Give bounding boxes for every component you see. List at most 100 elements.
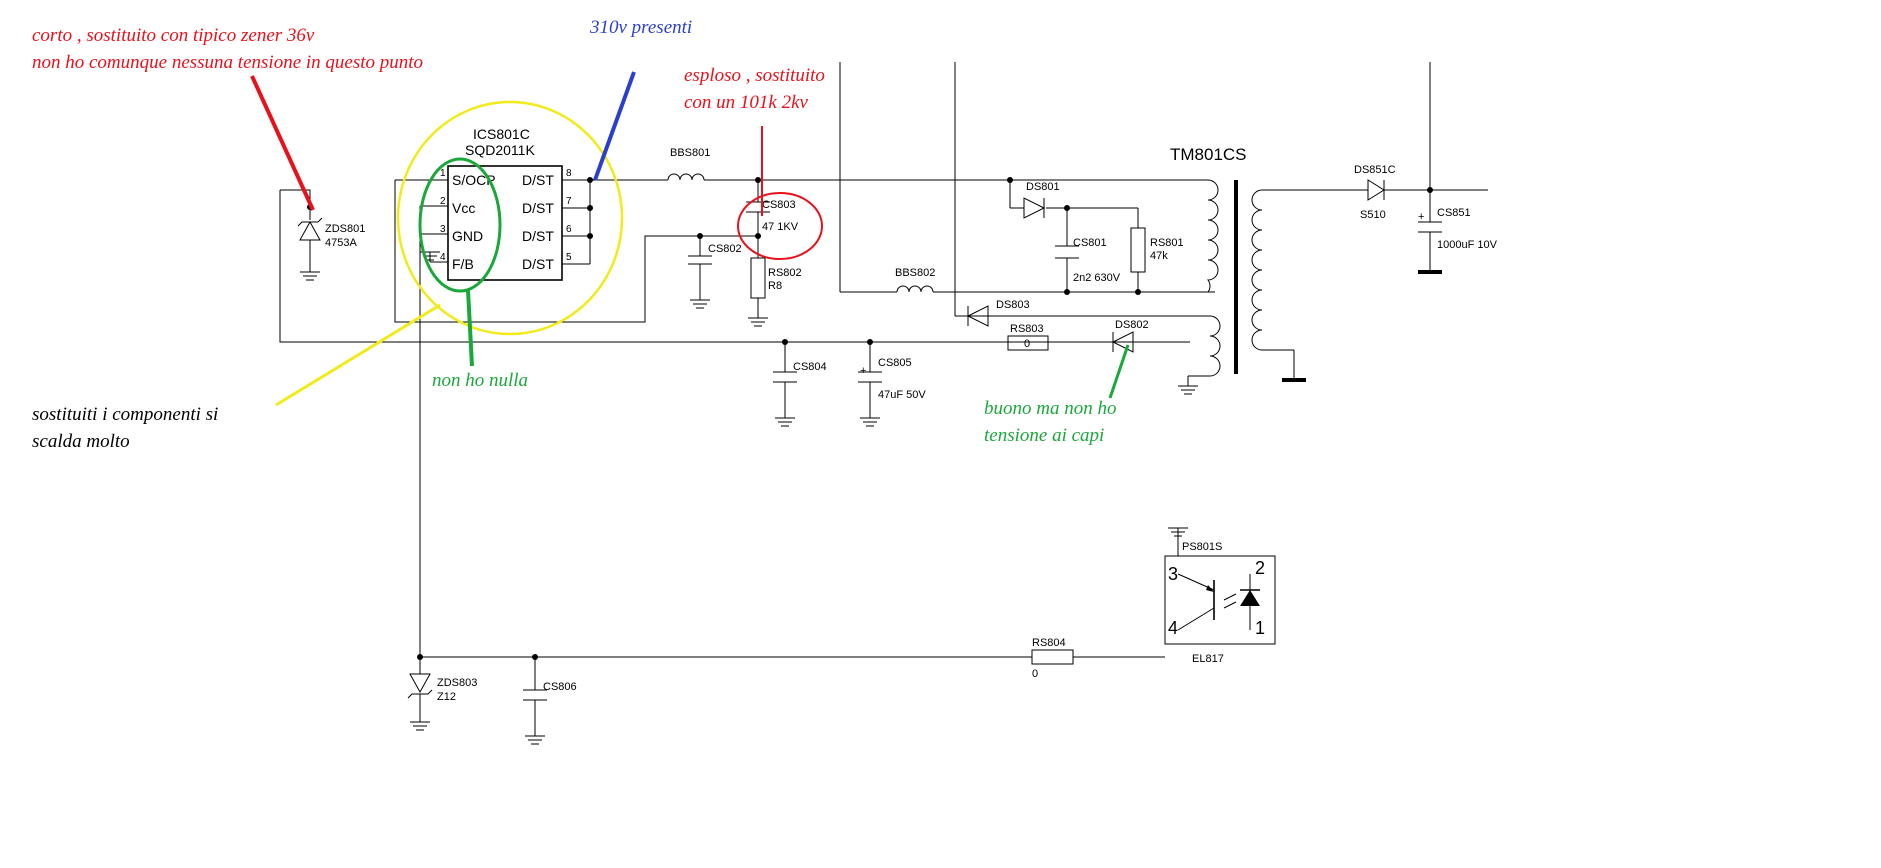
diode-ds802: DS802 bbox=[1111, 319, 1149, 353]
svg-text:D/ST: D/ST bbox=[522, 228, 554, 244]
capacitor-cs801: CS801 2n2 630V bbox=[1055, 237, 1121, 284]
capacitor-cs805: + CS805 47uF 50V bbox=[858, 357, 926, 427]
svg-text:5: 5 bbox=[566, 252, 572, 263]
svg-text:S510: S510 bbox=[1360, 209, 1386, 221]
svg-text:2: 2 bbox=[1255, 558, 1265, 578]
svg-text:3: 3 bbox=[1168, 564, 1178, 584]
zener-zds803: ZDS803 Z12 bbox=[407, 673, 477, 731]
svg-text:1000uF 10V: 1000uF 10V bbox=[1437, 239, 1498, 251]
blue-arrow-dst bbox=[593, 71, 636, 181]
svg-text:RS804: RS804 bbox=[1032, 637, 1066, 649]
svg-text:4753A: 4753A bbox=[325, 237, 357, 249]
diode-ds803: DS803 bbox=[966, 299, 1030, 327]
red-arrow-zener bbox=[250, 75, 315, 211]
resistor-rs802: RS802 R8 bbox=[748, 257, 802, 327]
vcc-note: non ho nulla bbox=[432, 370, 528, 391]
ds802-note-line2: tensione ai capi bbox=[984, 425, 1104, 446]
green-line-ds802-note bbox=[1108, 344, 1130, 399]
svg-text:7: 7 bbox=[566, 196, 572, 207]
svg-text:3: 3 bbox=[440, 224, 446, 235]
svg-text:DS851C: DS851C bbox=[1354, 164, 1396, 176]
annotation-marks bbox=[250, 71, 1130, 407]
svg-text:1: 1 bbox=[1255, 618, 1265, 638]
cs803-note-line1: esploso , sostituito bbox=[684, 65, 825, 86]
svg-text:BBS801: BBS801 bbox=[670, 147, 710, 159]
svg-text:4: 4 bbox=[1168, 618, 1178, 638]
junction-dots bbox=[307, 177, 1433, 660]
svg-text:D/ST: D/ST bbox=[522, 172, 554, 188]
svg-text:R8: R8 bbox=[768, 280, 782, 292]
zener-note-line1: corto , sostituito con tipico zener 36v bbox=[32, 25, 315, 46]
svg-text:8: 8 bbox=[566, 168, 572, 179]
inductor-bbs802: BBS802 bbox=[895, 267, 935, 293]
ic-ics801c: ICS801C SQD2011K S/OCP Vcc GND F/B D/ST … bbox=[440, 126, 572, 281]
resistor-rs804: RS804 0 bbox=[1031, 637, 1074, 680]
svg-text:47 1KV: 47 1KV bbox=[762, 221, 799, 233]
svg-text:CS805: CS805 bbox=[878, 357, 912, 369]
ic-note-line2: scalda molto bbox=[32, 431, 130, 452]
inductor-bbs801: BBS801 bbox=[667, 147, 710, 181]
diode-ds801: DS801 bbox=[1023, 181, 1060, 219]
capacitor-cs802: CS802 bbox=[688, 243, 742, 309]
svg-text:CS802: CS802 bbox=[708, 243, 742, 255]
ic-note-line1: sostituiti i componenti si bbox=[32, 404, 218, 425]
svg-text:RS802: RS802 bbox=[768, 267, 802, 279]
svg-text:1: 1 bbox=[440, 168, 446, 179]
svg-text:0: 0 bbox=[1032, 668, 1038, 680]
capacitor-cs803: CS803 47 1KV bbox=[746, 199, 799, 233]
svg-text:ZDS803: ZDS803 bbox=[437, 677, 477, 689]
svg-text:Z12: Z12 bbox=[437, 691, 456, 703]
ds802-note-line1: buono ma non ho bbox=[984, 398, 1116, 419]
yellow-circle-ic bbox=[396, 100, 624, 336]
svg-text:SQD2011K: SQD2011K bbox=[465, 142, 535, 158]
svg-text:Vcc: Vcc bbox=[452, 200, 475, 216]
svg-text:ZDS801: ZDS801 bbox=[325, 223, 365, 235]
svg-text:CS804: CS804 bbox=[793, 361, 827, 373]
svg-text:CS806: CS806 bbox=[543, 681, 577, 693]
svg-text:0: 0 bbox=[1024, 338, 1030, 350]
annotation-text: corto , sostituito con tipico zener 36v … bbox=[32, 17, 1116, 452]
svg-text:RS801: RS801 bbox=[1150, 237, 1184, 249]
svg-text:CS801: CS801 bbox=[1073, 237, 1107, 249]
svg-text:CS803: CS803 bbox=[762, 199, 796, 211]
svg-text:D/ST: D/ST bbox=[522, 200, 554, 216]
green-ellipse-pins bbox=[418, 157, 502, 293]
capacitor-cs851: + CS851 1000uF 10V bbox=[1418, 207, 1498, 274]
zener-note-line2: non ho comunque nessuna tensione in ques… bbox=[32, 52, 423, 73]
resistor-rs801: RS801 47k bbox=[1130, 227, 1184, 273]
svg-text:BBS802: BBS802 bbox=[895, 267, 935, 279]
svg-text:2n2 630V: 2n2 630V bbox=[1073, 272, 1121, 284]
zener-zds801: ZDS801 4753A bbox=[297, 217, 365, 281]
svg-text:DS801: DS801 bbox=[1026, 181, 1060, 193]
svg-text:PS801S: PS801S bbox=[1182, 541, 1222, 553]
svg-text:DS803: DS803 bbox=[996, 299, 1030, 311]
green-line-vcc-note bbox=[466, 289, 474, 367]
diode-ds851c: DS851C S510 bbox=[1354, 164, 1396, 221]
svg-text:TM801CS: TM801CS bbox=[1170, 145, 1247, 164]
optocoupler-ps801s: PS801S 3 4 2 1 EL817 bbox=[1164, 527, 1276, 665]
svg-text:+: + bbox=[860, 365, 866, 377]
svg-text:6: 6 bbox=[566, 224, 572, 235]
svg-text:EL817: EL817 bbox=[1192, 653, 1224, 665]
svg-text:47k: 47k bbox=[1150, 250, 1168, 262]
dst-note: 310v presenti bbox=[589, 17, 692, 38]
svg-text:2: 2 bbox=[440, 196, 446, 207]
svg-text:ICS801C: ICS801C bbox=[473, 126, 530, 142]
svg-text:S/OCP: S/OCP bbox=[452, 172, 496, 188]
wires bbox=[279, 62, 1488, 736]
svg-text:47uF 50V: 47uF 50V bbox=[878, 389, 926, 401]
capacitor-cs804: CS804 bbox=[773, 361, 827, 427]
transformer-tm801cs: TM801CS bbox=[1170, 145, 1306, 395]
svg-text:F/B: F/B bbox=[452, 256, 474, 272]
svg-text:GND: GND bbox=[452, 228, 483, 244]
capacitor-cs806: CS806 bbox=[523, 681, 577, 745]
resistor-rs803: RS803 0 bbox=[1007, 323, 1049, 351]
svg-text:RS803: RS803 bbox=[1010, 323, 1044, 335]
svg-text:+: + bbox=[1418, 211, 1424, 223]
svg-text:D/ST: D/ST bbox=[522, 256, 554, 272]
yellow-line-ic-note bbox=[275, 303, 441, 407]
cs803-note-line2: con un 101k 2kv bbox=[684, 92, 809, 113]
svg-text:DS802: DS802 bbox=[1115, 319, 1149, 331]
red-ellipse-cs803 bbox=[737, 192, 823, 260]
